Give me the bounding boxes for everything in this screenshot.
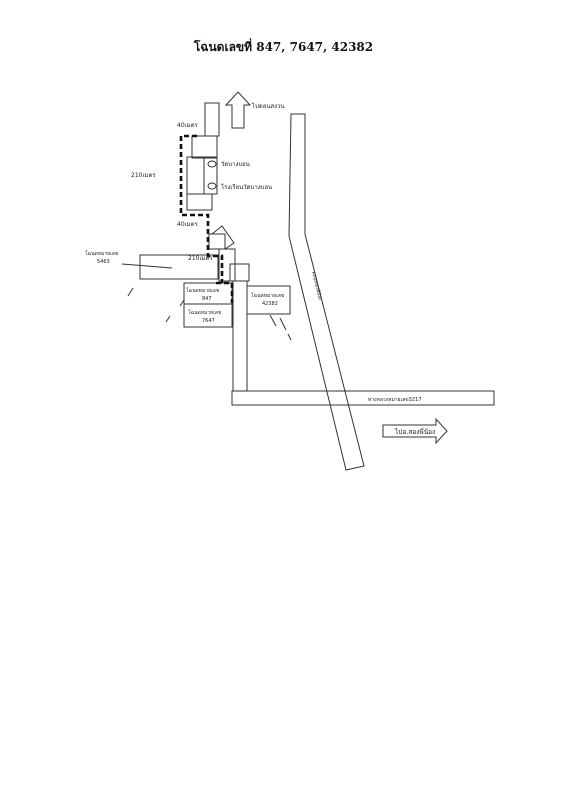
road-segment-5 xyxy=(208,233,226,250)
canal-songphinong xyxy=(288,113,365,471)
access-route xyxy=(179,134,224,283)
label-distance-210-lower: 210เมตร xyxy=(188,255,213,262)
tick-mark xyxy=(287,333,292,341)
label-to-songphinong: ไปอ.สองพี่น้อง xyxy=(394,427,435,436)
school-marker xyxy=(207,182,217,190)
label-deed-42382: โฉนดหมายเลข xyxy=(251,292,284,299)
tick-mark xyxy=(165,315,171,323)
arrow-up-to-donsanguan xyxy=(224,91,252,129)
map-title: โฉนดเลขที่ 847, 7647, 42382 xyxy=(193,40,374,54)
label-distance-40-top: 40เมตร xyxy=(177,122,199,129)
label-deed-847-number: 847 xyxy=(202,296,212,302)
label-deed-847: โฉนดหมายเลข xyxy=(186,287,219,294)
tick-mark xyxy=(269,314,287,331)
label-temple: วัดบางบอน xyxy=(221,161,250,168)
road-segment-4 xyxy=(186,193,213,211)
road-bend xyxy=(211,225,235,250)
plot-7647 xyxy=(183,303,233,328)
access-route-lower xyxy=(216,281,234,303)
temple-marker xyxy=(207,160,217,168)
label-distance-210-left: 210เมตร xyxy=(131,172,156,179)
label-distance-40-mid: 40เมตร xyxy=(177,221,199,228)
plot-42382 xyxy=(246,285,291,315)
plot-5463 xyxy=(139,254,219,280)
road-segment-6 xyxy=(218,248,236,282)
label-deed-42382-number: 42382 xyxy=(262,301,278,307)
label-highway: ทางหลวงหมายเลข3217 xyxy=(368,397,421,403)
arrow-right-to-songphinong xyxy=(382,417,448,445)
tick-mark xyxy=(179,299,185,307)
label-deed-5463: โฉนดหมายเลข xyxy=(85,250,118,257)
road-segment-2 xyxy=(191,135,218,159)
label-canal: คลองสองพี่น้อง xyxy=(310,271,324,301)
label-to-donsanguan: ไปดอนสงวน xyxy=(251,102,285,110)
temple-block xyxy=(186,156,205,195)
road-segment-top xyxy=(204,102,220,137)
road-segment-7 xyxy=(229,263,250,282)
label-deed-7647: โฉนดหมายเลข xyxy=(188,309,221,316)
deed-5463-leader xyxy=(121,263,173,269)
local-road-vertical xyxy=(232,280,248,392)
tick-mark xyxy=(127,287,134,297)
highway-3217 xyxy=(231,390,495,406)
label-school: โรงเรียนวัดบางบอน xyxy=(221,183,272,191)
label-deed-5463-number: 5463 xyxy=(97,259,110,265)
label-deed-7647-number: 7647 xyxy=(202,318,215,324)
